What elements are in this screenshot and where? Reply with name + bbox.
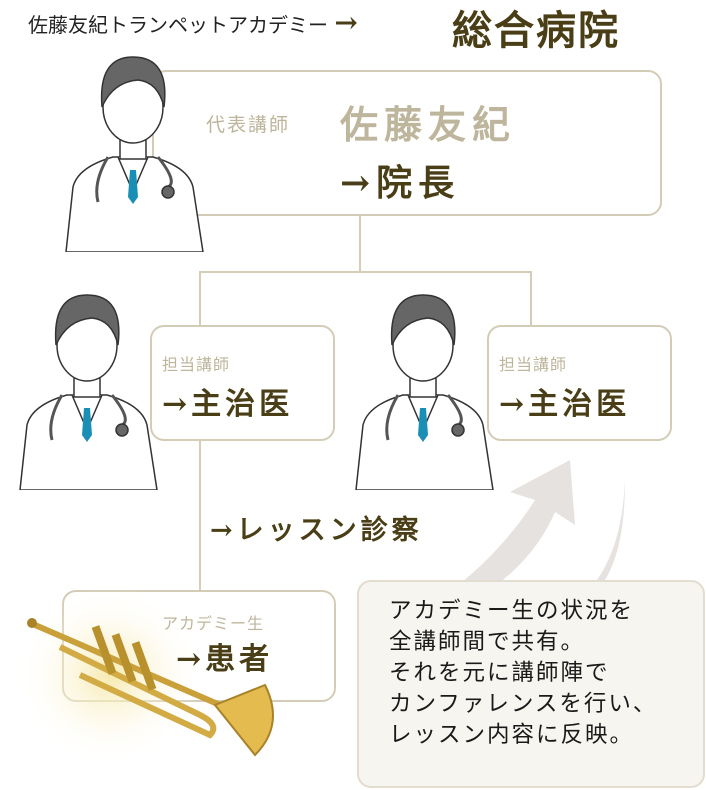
director-name: 佐藤友紀 — [340, 102, 517, 147]
director-role: 代表講師 — [206, 114, 291, 136]
note-line: 全講師間で共有。 — [389, 629, 586, 655]
note-box: アカデミー生の状況を 全講師間で共有。 それを元に講師陣で カンファレンスを行い… — [357, 580, 705, 788]
student-title: →患者 — [176, 642, 274, 677]
student-role: アカデミー生 — [162, 614, 265, 633]
note-line: カンファレンスを行い、 — [389, 691, 658, 717]
header-academy: 佐藤友紀トランペットアカデミー → — [28, 6, 358, 39]
director-box: 代表講師 佐藤友紀 →院長 — [152, 70, 662, 216]
connector-line — [359, 213, 361, 273]
instructor-box: 担当講師 →主治医 — [150, 325, 335, 441]
instructor-role: 担当講師 — [162, 355, 231, 374]
director-title: →院長 — [340, 162, 461, 204]
instructor-title: →主治医 — [162, 387, 294, 422]
note-line: それを元に講師陣で — [389, 660, 610, 686]
doctor-illustration — [65, 56, 204, 252]
connector-line — [199, 271, 532, 273]
instructor-title: →主治医 — [499, 387, 631, 422]
header-hospital: 総合病院 — [452, 7, 620, 54]
instructor-role: 担当講師 — [499, 355, 568, 374]
header-arrow: → — [334, 6, 358, 39]
trumpet-image — [20, 585, 274, 765]
doctor-illustration — [355, 294, 494, 490]
instructor-box: 担当講師 →主治医 — [487, 325, 672, 441]
doctor-illustration — [19, 294, 158, 490]
connector-line — [530, 271, 532, 327]
lesson-label: →レッスン診察 — [210, 515, 423, 546]
note-line: レッスン内容に反映。 — [389, 722, 635, 748]
connector-line — [199, 271, 201, 327]
connector-line — [199, 438, 201, 592]
academy-name: 佐藤友紀トランペットアカデミー — [28, 13, 328, 37]
note-line: アカデミー生の状況を — [389, 598, 635, 624]
